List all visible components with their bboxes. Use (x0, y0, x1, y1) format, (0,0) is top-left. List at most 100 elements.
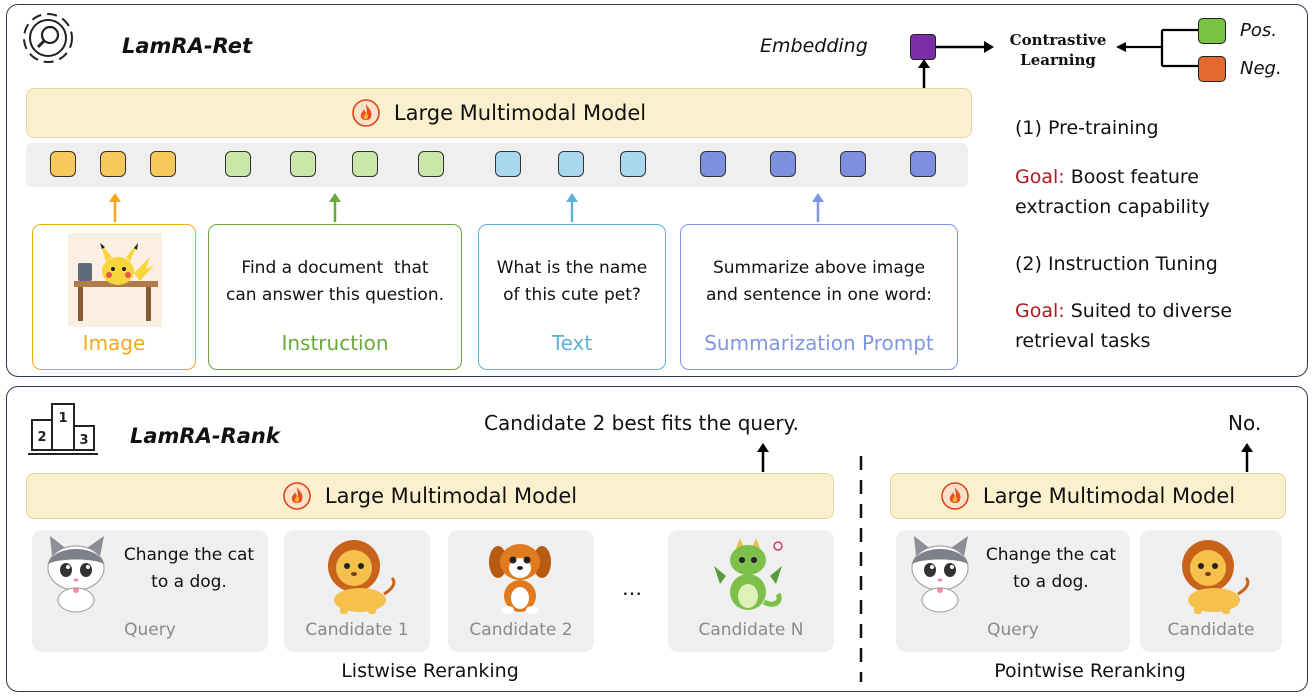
instruction-token (290, 151, 316, 177)
pointwise-output-arrow (1241, 443, 1253, 472)
text-input-line-2: of this cute pet? (503, 285, 641, 305)
instruction-text-line-2: can answer this question. (225, 285, 445, 305)
candidate-2-card: Candidate 2 (448, 530, 594, 652)
candidate-n-label: Candidate N (698, 620, 804, 640)
text-token (558, 151, 584, 177)
tuning-goal-line-2: retrieval tasks (1015, 330, 1151, 352)
instruction-token (225, 151, 251, 177)
image-arrow (109, 193, 121, 222)
listwise-output-arrow (757, 443, 769, 472)
neg-token (1198, 56, 1226, 82)
cat-image (47, 536, 105, 613)
instruction-tuning-stage: (2) Instruction Tuning (1015, 253, 1218, 275)
query-label: Query (124, 620, 176, 640)
embedding-right-arrow (936, 41, 994, 53)
image-token (50, 151, 76, 177)
listwise-llm-label: Large Multimodal Model (324, 484, 578, 508)
text-input-box: What is the name of this cute pet? Text (478, 224, 666, 370)
text-token (620, 151, 646, 177)
pos-label: Pos. (1240, 20, 1277, 41)
flame-icon (352, 99, 380, 127)
lamra-rank-title: LamRA-Rank (130, 424, 280, 448)
image-input-label: Image (82, 331, 146, 355)
pos-token (1198, 18, 1226, 44)
summarization-input-label: Summarization Prompt (704, 331, 934, 355)
pointwise-query-text-line-2: to a dog. (1013, 572, 1089, 592)
listwise-output-text: Candidate 2 best fits the query. (484, 411, 799, 435)
candidate-1-card: Candidate 1 (284, 530, 430, 652)
candidate-n-card: Candidate N (668, 530, 834, 652)
pointwise-candidate-card: Candidate (1140, 530, 1282, 652)
image-token (100, 151, 126, 177)
pointwise-output-text: No. (1228, 411, 1262, 435)
pretraining-goal-line-1: Boost feature (1070, 166, 1199, 188)
candidate-ellipsis: … (622, 576, 642, 600)
pointwise-query-text-line-1: Change the cat (985, 545, 1117, 565)
pointwise-candidate-label: Candidate (1167, 620, 1255, 640)
instruction-token (352, 151, 378, 177)
pointwise-query-card: Change the cat to a dog. Query (896, 530, 1130, 652)
summarization-token (770, 151, 796, 177)
pointwise-query-text: Change the cat to a dog. (978, 542, 1124, 596)
svg-text:3: 3 (79, 433, 88, 448)
image-token (150, 151, 176, 177)
instruction-arrow (329, 193, 341, 222)
lion-image (328, 540, 396, 614)
svg-text:1: 1 (58, 411, 67, 426)
tuning-goal-line-1: Suited to diverse (1070, 300, 1233, 322)
summarization-token (910, 151, 936, 177)
pikachu-desk-image (68, 233, 162, 327)
pretraining-goal-line-2: extraction capability (1015, 196, 1210, 218)
pointwise-query-label: Query (987, 620, 1039, 640)
lion-image (1182, 540, 1250, 614)
summarization-arrow (812, 193, 824, 222)
text-input-line-1: What is the name (496, 258, 648, 278)
contrastive-line-1: Contrastive (1009, 31, 1107, 49)
query-text: Change the cat to a dog. (114, 542, 264, 596)
neg-label: Neg. (1240, 58, 1282, 79)
tuning-goal-prefix: Goal: (1015, 300, 1065, 322)
flame-icon (941, 482, 969, 510)
pretraining-goal: Goal: Boost feature extraction capabilit… (1015, 162, 1210, 222)
section-divider (859, 456, 863, 682)
text-input-label: Text (551, 331, 593, 355)
podium-icon: 2 1 3 (28, 403, 98, 455)
retrieval-icon (23, 13, 73, 63)
query-text-line-1: Change the cat (123, 545, 255, 565)
candidate-1-label: Candidate 1 (305, 620, 409, 640)
ret-llm-bar: Large Multimodal Model (26, 88, 972, 138)
pretraining-goal-prefix: Goal: (1015, 166, 1065, 188)
embedding-label: Embedding (760, 35, 868, 57)
dog-image (489, 544, 551, 614)
summarization-text-line-2: and sentence in one word: (705, 285, 933, 305)
contrastive-line-2: Learning (1020, 51, 1096, 69)
pretraining-stage: (1) Pre-training (1015, 117, 1159, 139)
query-text-line-2: to a dog. (151, 572, 227, 592)
pointwise-llm-bar: Large Multimodal Model (890, 473, 1286, 519)
embedding-token (910, 34, 936, 60)
dragon-image (714, 538, 783, 610)
image-input-box: Image (32, 224, 196, 370)
cat-image (911, 536, 969, 613)
query-card: Change the cat to a dog. Query (32, 530, 268, 652)
instruction-token (418, 151, 444, 177)
tuning-goal: Goal: Suited to diverse retrieval tasks (1015, 296, 1232, 356)
pointwise-caption: Pointwise Reranking (994, 660, 1186, 682)
instruction-input-box: Find a document that can answer this que… (208, 224, 462, 370)
summarization-token (840, 151, 866, 177)
contrastive-learning-label: Contrastive Learning (998, 30, 1118, 70)
summarization-text-line-1: Summarize above image (712, 258, 926, 278)
text-token (495, 151, 521, 177)
instruction-text-line-1: Find a document that (241, 258, 429, 278)
instruction-input-label: Instruction (281, 331, 389, 355)
text-arrow (566, 193, 578, 222)
pointwise-llm-label: Large Multimodal Model (982, 484, 1236, 508)
ret-llm-label: Large Multimodal Model (393, 101, 647, 125)
listwise-caption: Listwise Reranking (341, 660, 519, 682)
listwise-llm-bar: Large Multimodal Model (26, 473, 834, 519)
svg-text:2: 2 (37, 430, 46, 445)
candidate-2-label: Candidate 2 (469, 620, 573, 640)
lamra-ret-title: LamRA-Ret (122, 34, 252, 58)
summarization-input-box: Summarize above image and sentence in on… (680, 224, 958, 370)
embedding-up-arrow (918, 59, 930, 90)
